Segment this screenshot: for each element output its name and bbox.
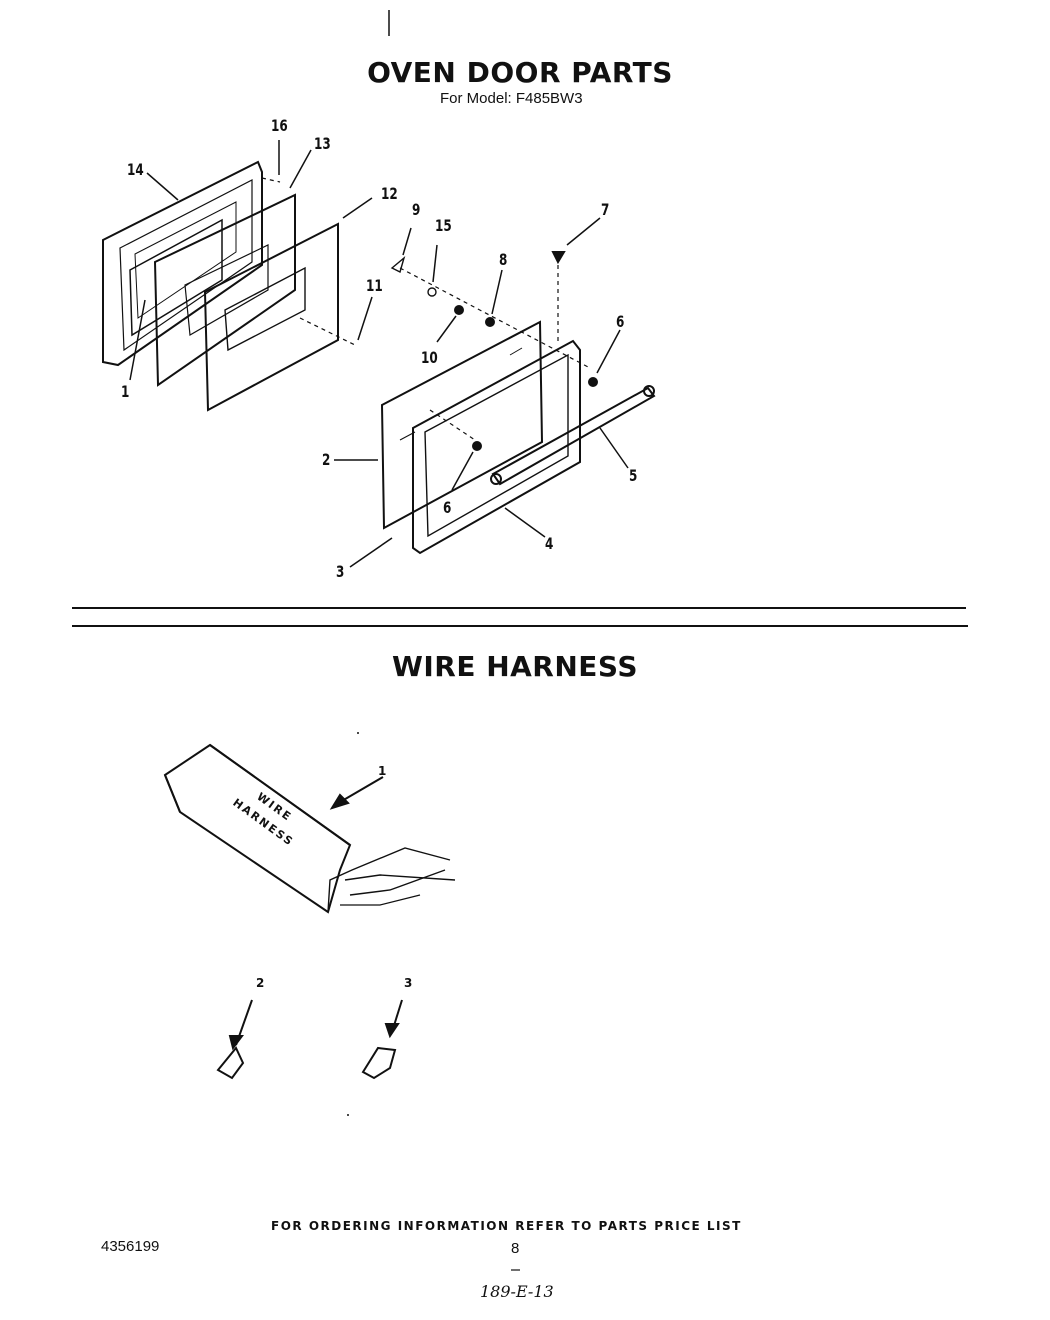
part-5-handle xyxy=(490,385,656,486)
callout-12: 12 xyxy=(381,184,398,203)
oven-door-title: OVEN DOOR PARTS xyxy=(367,56,673,89)
part-12-door-panel xyxy=(203,222,339,412)
callout-1: 1 xyxy=(121,382,130,401)
terminal-part-2 xyxy=(216,999,253,1080)
callout-6-bottom: 6 xyxy=(443,498,452,517)
part-8-nut xyxy=(485,317,495,327)
callout-2: 2 xyxy=(322,450,331,469)
callout-13: 13 xyxy=(314,134,331,153)
callout-15: 15 xyxy=(435,216,452,235)
callout-11: 11 xyxy=(366,276,383,295)
callout-9: 9 xyxy=(412,200,421,219)
model-subtitle: For Model: F485BW3 xyxy=(440,90,583,107)
part-9-clip xyxy=(390,256,406,274)
wire-harness-title: WIRE HARNESS xyxy=(391,650,639,683)
part-7-screw xyxy=(551,251,566,265)
page-number: 8 xyxy=(511,1240,520,1257)
harness-callout-3: 3 xyxy=(404,976,413,990)
harness-callout-2: 2 xyxy=(256,976,265,990)
callout-8: 8 xyxy=(499,250,508,269)
callout-14: 14 xyxy=(127,160,144,179)
part-14-inner-liner xyxy=(102,160,263,367)
callout-3: 3 xyxy=(336,562,345,581)
part-number: 4356199 xyxy=(101,1238,160,1255)
callout-16: 16 xyxy=(271,116,288,135)
callout-4: 4 xyxy=(545,534,554,553)
part-15-washer xyxy=(427,287,437,297)
wire-harness-package xyxy=(163,743,456,914)
part-1-gasket xyxy=(129,218,223,337)
callout-6-top: 6 xyxy=(616,312,625,331)
handwritten-code: 189-E-13 xyxy=(480,1282,554,1301)
callout-7: 7 xyxy=(601,200,610,219)
harness-callout-1: 1 xyxy=(378,764,387,778)
callout-10: 10 xyxy=(421,348,438,367)
part-13-inner-panel xyxy=(153,193,296,387)
part-10-nut xyxy=(454,305,464,315)
terminal-part-3 xyxy=(361,999,403,1080)
callout-5: 5 xyxy=(629,466,638,485)
part-4-frame xyxy=(412,339,581,555)
ordering-info: FOR ORDERING INFORMATION REFER TO PARTS … xyxy=(271,1219,742,1233)
